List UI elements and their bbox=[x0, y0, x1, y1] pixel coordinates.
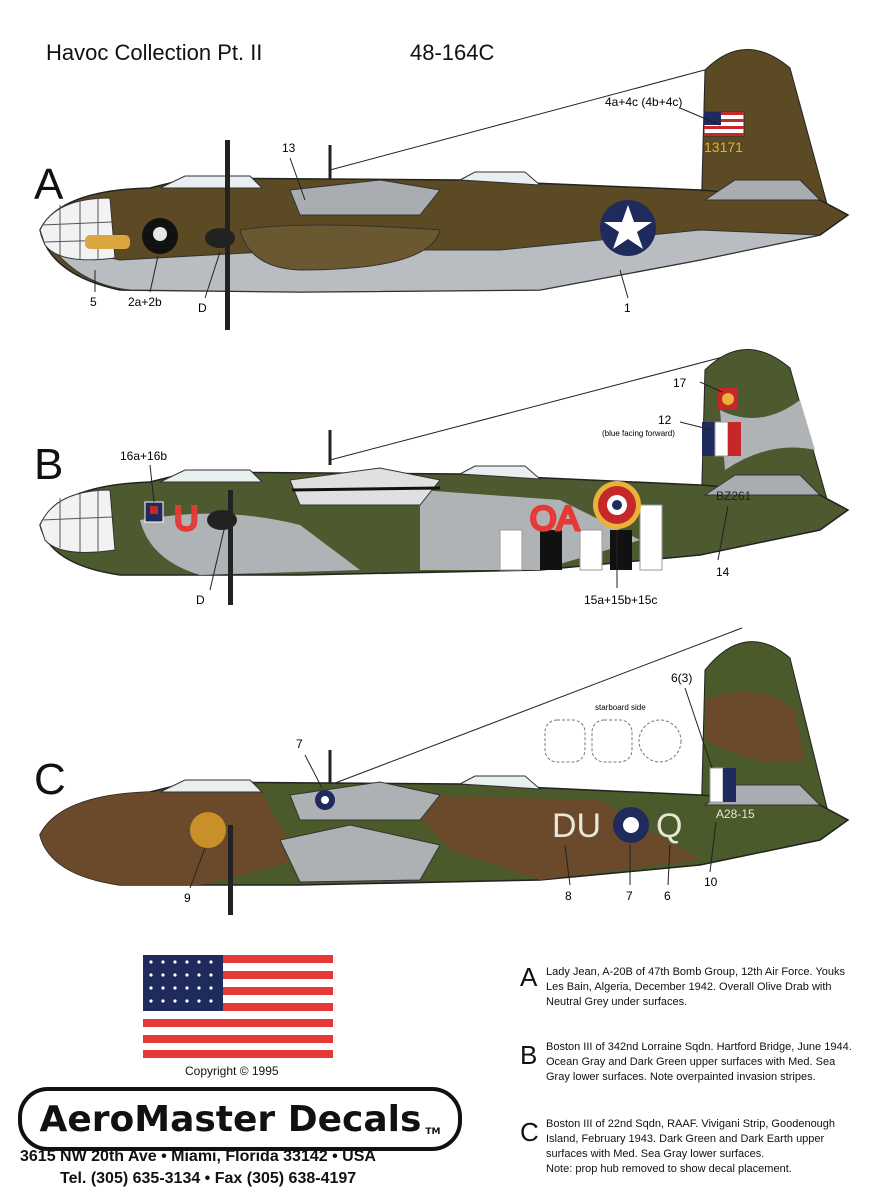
aeromaster-logo: AeroMaster Decals TM bbox=[18, 1087, 462, 1151]
callout-c-6: 6 bbox=[664, 889, 671, 903]
callout-c-8: 8 bbox=[565, 889, 572, 903]
desc-letter-c: C bbox=[520, 1117, 539, 1147]
callout-b-12-note: (blue facing forward) bbox=[602, 429, 675, 438]
collection-title: Havoc Collection Pt. II bbox=[46, 40, 263, 65]
callout-b-d: D bbox=[196, 593, 205, 607]
callout-b-12: 12 bbox=[658, 413, 672, 427]
sheet-number: 48-164C bbox=[410, 40, 495, 65]
aircraft-profile-a: 13171 13 4a+4c (4b+4c) 5 2a+2b D 1 bbox=[39, 49, 850, 330]
callout-a-2: 2a+2b bbox=[128, 295, 162, 309]
tail-number-a: 13171 bbox=[704, 139, 743, 155]
callout-c-9: 9 bbox=[184, 891, 191, 905]
code-right-b: OA bbox=[530, 500, 579, 538]
profile-letter-b: B bbox=[34, 440, 64, 489]
desc-text-c: Boston III of 22nd Sqdn, RAAF. Vivigani … bbox=[546, 1118, 836, 1160]
callout-a-13: 13 bbox=[282, 141, 296, 155]
us-flag bbox=[143, 955, 333, 1058]
callout-a-d: D bbox=[198, 301, 207, 315]
callout-a-5: 5 bbox=[90, 295, 97, 309]
callout-c-7-top: 7 bbox=[296, 737, 303, 751]
profile-letter-c: C bbox=[34, 755, 66, 804]
aircraft-profile-c: starboard side DU Q A28-15 7 6(3) 9 8 7 … bbox=[39, 627, 850, 915]
starboard-label: starboard side bbox=[595, 703, 646, 712]
brand-name: AeroMaster Decals bbox=[39, 1098, 422, 1140]
code-left-b: U bbox=[174, 500, 199, 538]
desc-text-b: Boston III of 342nd Lorraine Sqdn. Hartf… bbox=[546, 1041, 852, 1083]
callout-b-17: 17 bbox=[673, 376, 687, 390]
callout-c-7: 7 bbox=[626, 889, 633, 903]
callout-c-6-3: 6(3) bbox=[671, 671, 692, 685]
callout-a-4: 4a+4c (4b+4c) bbox=[605, 95, 682, 109]
desc-letter-b: B bbox=[520, 1040, 538, 1070]
aircraft-profile-b: U OA BZ261 16a+16b 17 12 (blue facing fo… bbox=[39, 349, 850, 607]
callout-b-15: 15a+15b+15c bbox=[584, 593, 657, 607]
trademark: TM bbox=[425, 1127, 441, 1137]
desc-note-c: Note: prop hub removed to show decal pla… bbox=[546, 1163, 792, 1175]
desc-letter-a: A bbox=[520, 962, 538, 992]
code-right-c: Q bbox=[656, 807, 682, 845]
callout-c-10: 10 bbox=[704, 875, 718, 889]
code-left-c: DU bbox=[552, 807, 601, 845]
callout-a-1: 1 bbox=[624, 301, 631, 315]
address-line-1: 3615 NW 20th Ave • Miami, Florida 33142 … bbox=[20, 1148, 376, 1165]
tail-number-b: BZ261 bbox=[716, 489, 752, 503]
desc-text-a: Lady Jean, A-20B of 47th Bomb Group, 12t… bbox=[546, 966, 846, 1008]
tail-number-c: A28-15 bbox=[716, 807, 755, 821]
callout-b-14: 14 bbox=[716, 565, 730, 579]
callout-b-16: 16a+16b bbox=[120, 449, 167, 463]
profile-letter-a: A bbox=[34, 160, 64, 209]
copyright: Copyright © 1995 bbox=[185, 1064, 279, 1078]
address-line-2: Tel. (305) 635-3134 • Fax (305) 638-4197 bbox=[60, 1170, 357, 1187]
